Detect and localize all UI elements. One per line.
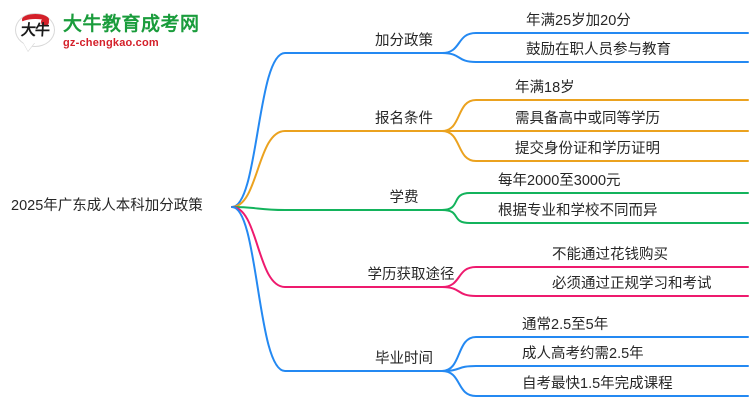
leaf-node-label[interactable]: 年满18岁 — [515, 80, 575, 96]
leaf-node-label[interactable]: 每年2000至3000元 — [498, 173, 621, 189]
leaf-node-label[interactable]: 必须通过正规学习和考试 — [552, 276, 712, 292]
swoosh-cut — [20, 19, 51, 29]
leaf-node-label[interactable]: 需具备高中或同等学历 — [515, 111, 660, 127]
branch-node-label[interactable]: 报名条件 — [375, 111, 433, 127]
logo-text-block: 大牛教育成考网 gz-chengkao.com — [63, 14, 200, 50]
bubble-tail — [23, 42, 35, 51]
leaf-node-label[interactable]: 提交身份证和学历证明 — [515, 141, 660, 157]
branch-node-label[interactable]: 学费 — [389, 190, 419, 206]
logo-subtitle: gz-chengkao.com — [63, 37, 159, 49]
leaf-node-label[interactable]: 根据专业和学校不同而异 — [498, 203, 658, 219]
leaf-node-label[interactable]: 自考最快1.5年完成课程 — [522, 376, 673, 392]
branch-node-label[interactable]: 学历获取途径 — [367, 267, 455, 283]
logo-title: 大牛教育成考网 — [63, 14, 200, 35]
logo-bubble-icon: 大牛 — [14, 11, 56, 53]
leaf-node-label[interactable]: 成人高考约需2.5年 — [522, 346, 644, 362]
leaf-node-label[interactable]: 不能通过花钱购买 — [552, 247, 668, 263]
leaf-node-label[interactable]: 通常2.5至5年 — [522, 317, 609, 333]
leaf-node-label[interactable]: 鼓励在职人员参与教育 — [526, 42, 671, 58]
red-dot — [41, 18, 49, 26]
site-logo: 大牛 大牛教育成考网 gz-chengkao.com — [14, 8, 229, 56]
root-node-label: 2025年广东成人本科加分政策 — [11, 198, 203, 214]
branch-node-label[interactable]: 毕业时间 — [375, 351, 433, 367]
leaf-node-label[interactable]: 年满25岁加20分 — [526, 13, 631, 29]
branch-node-label[interactable]: 加分政策 — [375, 33, 433, 49]
